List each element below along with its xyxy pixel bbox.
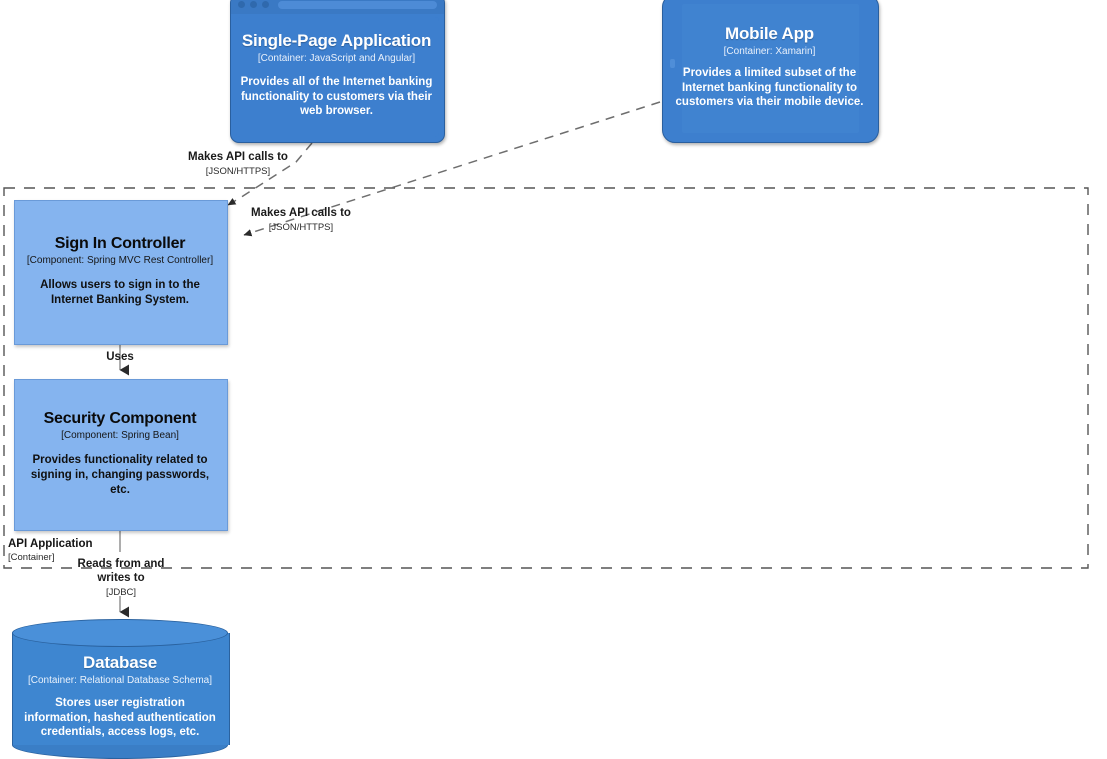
node-database[interactable]: Database [Container: Relational Database… — [12, 619, 230, 759]
node-title: Mobile App — [725, 23, 814, 43]
node-description: Provides functionality related to signin… — [30, 454, 210, 496]
node-technology: [Container: Relational Database Schema] — [28, 674, 212, 686]
node-title: Security Component — [43, 410, 197, 428]
cylinder-top-ellipse — [12, 619, 228, 647]
mobile-device-frame — [662, 0, 879, 143]
browser-address-bar — [278, 0, 437, 9]
node-single-page-application[interactable]: Single-Page Application [Container: Java… — [230, 0, 445, 143]
boundary-name: API Application — [8, 538, 93, 550]
component-rectangle — [14, 200, 228, 345]
node-technology: [Container: Xamarin] — [723, 45, 816, 57]
edge-label-technology: [JSON/HTTPS] — [205, 165, 271, 177]
boundary-type: [Container] — [8, 551, 55, 563]
browser-dot-close-icon — [238, 1, 245, 8]
browser-dot-maximize-icon — [262, 1, 269, 8]
node-technology: [Container: JavaScript and Angular] — [257, 52, 416, 64]
edge-label-spa-to-signin: Makes API calls to [JSON/HTTPS] — [188, 151, 288, 177]
node-title: Sign In Controller — [54, 235, 186, 253]
node-mobile-app[interactable]: Mobile App [Container: Xamarin] Provides… — [662, 0, 879, 143]
edge-label-text: Makes API calls to — [188, 151, 288, 163]
edge-label-security-to-database: Reads from and writes to [JDBC] — [60, 558, 182, 598]
edge-label-text: Makes API calls to — [251, 207, 351, 219]
node-technology: [Component: Spring MVC Rest Controller] — [26, 254, 214, 266]
edge-label-mobile-to-signin: Makes API calls to [JSON/HTTPS] — [251, 207, 351, 233]
node-technology: [Component: Spring Bean] — [61, 429, 179, 441]
browser-chrome-bar — [231, 0, 444, 14]
node-security-component[interactable]: Security Component [Component: Spring Be… — [14, 379, 228, 531]
cylinder-body — [12, 633, 230, 745]
edge-label-technology: [JSON/HTTPS] — [268, 221, 334, 233]
browser-dot-minimize-icon — [250, 1, 257, 8]
component-rectangle — [14, 379, 228, 531]
edge-label-text: Reads from and writes to — [77, 558, 165, 584]
node-title: Database — [83, 652, 157, 672]
device-button-icon — [670, 59, 675, 68]
edge-label-technology: [JDBC] — [105, 586, 137, 598]
node-description: Provides all of the Internet banking fun… — [240, 76, 433, 118]
device-screen — [682, 4, 859, 133]
edge-label-signin-to-security: Uses — [90, 351, 150, 365]
browser-window-frame — [230, 0, 445, 143]
node-sign-in-controller[interactable]: Sign In Controller [Component: Spring MV… — [14, 200, 228, 345]
node-title: Single-Page Application — [241, 30, 432, 50]
node-description: Allows users to sign in to the Internet … — [40, 279, 200, 307]
browser-viewport — [236, 17, 439, 137]
boundary-label-api-application: API Application [Container] — [8, 538, 93, 563]
node-description: Stores user registration information, ha… — [24, 697, 216, 739]
edge-label-text: Uses — [106, 351, 134, 363]
node-description: Provides a limited subset of the Interne… — [675, 67, 864, 109]
